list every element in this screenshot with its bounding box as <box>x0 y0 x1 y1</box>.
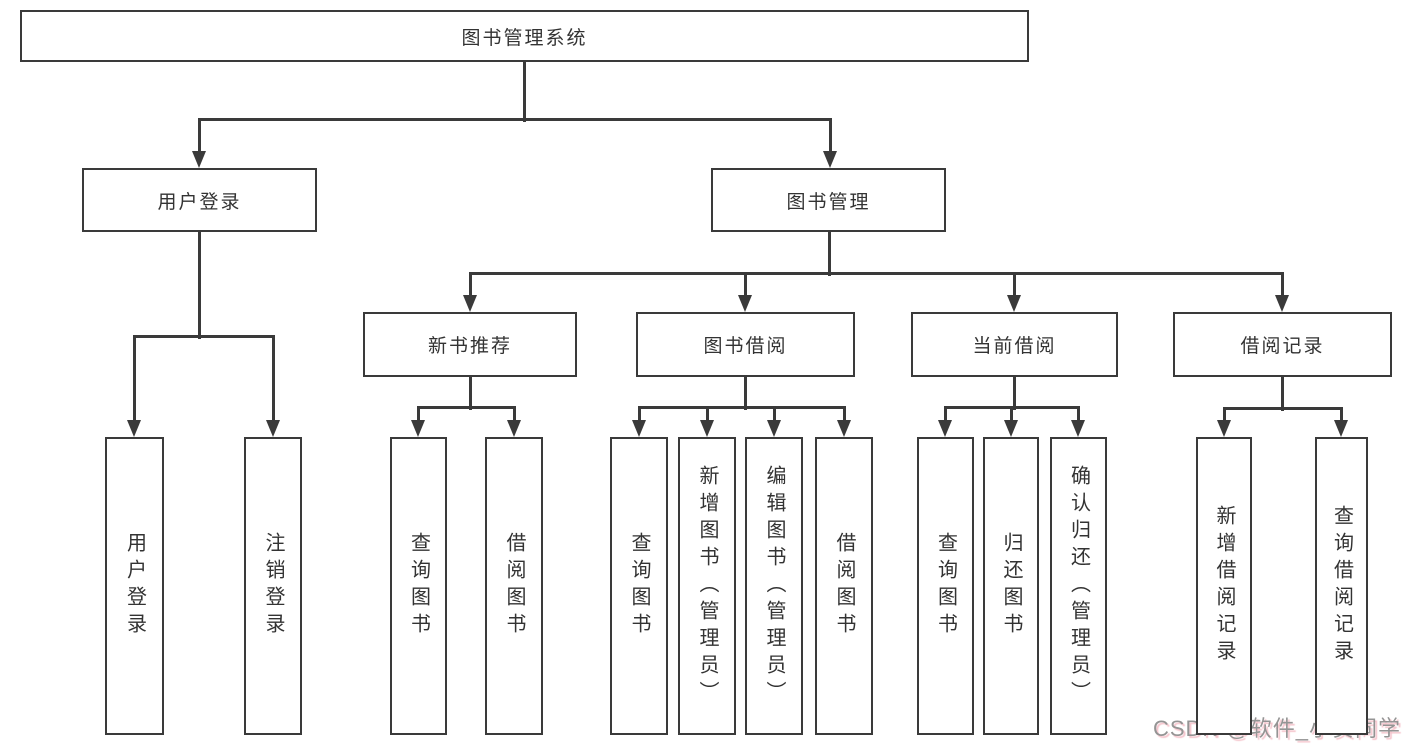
connector-line <box>637 405 846 409</box>
node-label: 图书管理系统 <box>461 27 588 49</box>
arrow-down-icon <box>700 420 714 437</box>
arrow-down-icon <box>127 420 141 437</box>
node-label: 借阅图书 <box>833 532 855 640</box>
connector-line <box>271 336 275 421</box>
connector-line <box>512 407 516 421</box>
arrow-down-icon <box>1334 420 1348 437</box>
connector-line <box>132 336 136 421</box>
node-label: 借阅图书 <box>503 532 525 640</box>
connector-line <box>132 334 275 338</box>
arrow-down-icon <box>1004 420 1018 437</box>
node-user-login: 用户登录 <box>82 168 317 232</box>
connector-line <box>197 119 201 152</box>
arrow-down-icon <box>266 420 280 437</box>
node-borrow-book-2: 借阅图书 <box>815 437 873 735</box>
connector-line <box>705 407 709 421</box>
node-label: 用户登录 <box>157 191 242 213</box>
arrow-down-icon <box>938 420 952 437</box>
node-borrow-book-1: 借阅图书 <box>485 437 543 735</box>
node-query-book-1: 查询图书 <box>390 437 447 735</box>
node-root: 图书管理系统 <box>20 10 1029 62</box>
node-add-borrow-record: 新增借阅记录 <box>1196 437 1252 735</box>
arrow-down-icon <box>632 420 646 437</box>
node-label: 确认归还（管理员） <box>1067 464 1090 708</box>
arrow-down-icon <box>1275 295 1289 312</box>
node-label: 归还图书 <box>1000 532 1022 640</box>
arrow-down-icon <box>463 295 477 312</box>
connector-line <box>416 405 516 409</box>
connector-line <box>743 377 747 410</box>
node-label: 借阅记录 <box>1240 336 1325 357</box>
arrow-down-icon <box>411 420 425 437</box>
node-label: 新书推荐 <box>427 336 512 357</box>
node-label: 图书管理 <box>786 191 871 213</box>
arrow-down-icon <box>837 420 851 437</box>
node-query-book-2: 查询图书 <box>610 437 668 735</box>
connector-line <box>1222 406 1343 410</box>
node-label: 查询图书 <box>934 532 957 640</box>
node-return-book: 归还图书 <box>983 437 1039 735</box>
connector-line <box>1009 407 1013 421</box>
connector-line <box>1339 408 1343 421</box>
connector-line <box>468 271 1284 275</box>
node-query-borrow-record: 查询借阅记录 <box>1315 437 1368 735</box>
node-logout: 注销登录 <box>244 437 302 735</box>
node-label: 图书借阅 <box>703 336 788 357</box>
node-edit-book: 编辑图书（管理员） <box>745 437 803 735</box>
connector-line <box>743 273 747 296</box>
arrow-down-icon <box>507 420 521 437</box>
connector-line <box>842 407 846 421</box>
arrow-down-icon <box>192 151 206 168</box>
connector-line <box>1280 273 1284 296</box>
connector-line <box>468 377 472 410</box>
arrow-down-icon <box>738 295 752 312</box>
node-login: 用户登录 <box>105 437 164 735</box>
node-label: 新增借阅记录 <box>1213 505 1235 667</box>
node-label: 查询图书 <box>407 532 430 640</box>
connector-line <box>943 407 947 421</box>
node-label: 用户登录 <box>123 532 146 640</box>
node-label: 注销登录 <box>262 532 284 640</box>
connector-line <box>197 232 201 339</box>
arrow-down-icon <box>823 151 837 168</box>
node-add-book: 新增图书（管理员） <box>678 437 736 735</box>
connector-line <box>468 273 472 296</box>
arrow-down-icon <box>1007 295 1021 312</box>
connector-line <box>416 407 420 421</box>
node-label: 查询借阅记录 <box>1330 505 1353 667</box>
connector-line <box>772 407 776 421</box>
node-label: 新增图书（管理员） <box>696 464 718 708</box>
connector-line <box>827 232 831 276</box>
node-new-book-rec: 新书推荐 <box>363 312 577 377</box>
node-label: 编辑图书（管理员） <box>763 464 785 708</box>
arrow-down-icon <box>1071 420 1085 437</box>
node-current-borrow: 当前借阅 <box>911 312 1118 377</box>
node-label: 当前借阅 <box>972 336 1057 357</box>
node-borrow-record: 借阅记录 <box>1173 312 1392 377</box>
connector-line <box>1222 408 1226 421</box>
arrow-down-icon <box>767 420 781 437</box>
node-book-borrow: 图书借阅 <box>636 312 855 377</box>
connector-line <box>637 407 641 421</box>
connector-line <box>197 117 832 121</box>
node-query-book-3: 查询图书 <box>917 437 974 735</box>
connector-line <box>1280 377 1284 411</box>
connector-line <box>1076 407 1080 421</box>
arrow-down-icon <box>1217 420 1231 437</box>
connector-line <box>1012 377 1016 410</box>
connector-line <box>522 62 526 122</box>
node-book-mgmt: 图书管理 <box>711 168 946 232</box>
connector-line <box>1012 273 1016 296</box>
node-label: 查询图书 <box>628 532 650 640</box>
connector-line <box>828 119 832 152</box>
node-confirm-return: 确认归还（管理员） <box>1050 437 1107 735</box>
